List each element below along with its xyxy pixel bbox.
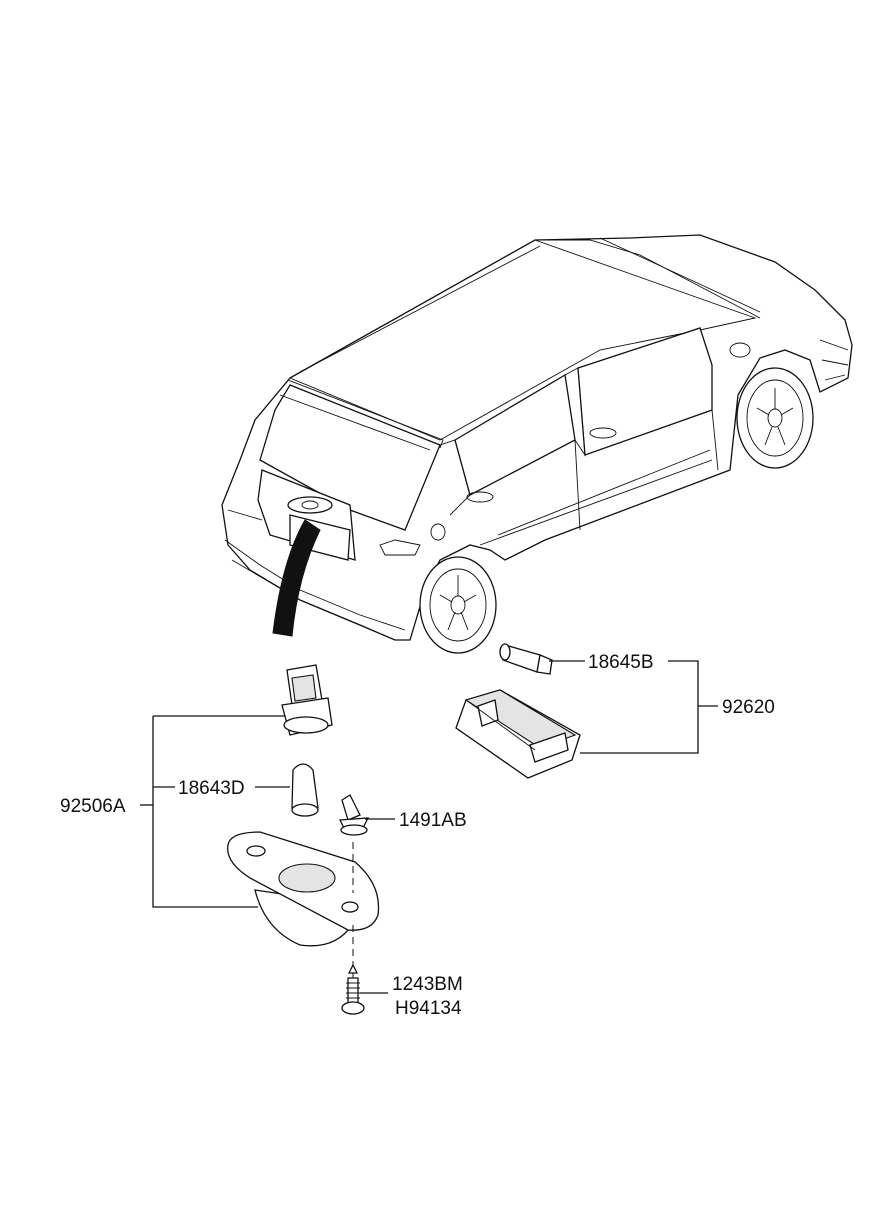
- label-18645b: 18645B: [588, 652, 654, 673]
- label-1491ab: 1491AB: [399, 810, 467, 831]
- label-92620: 92620: [722, 697, 775, 718]
- vehicle-illustration: [221, 234, 853, 654]
- room-lamp-assembly: [455, 643, 581, 779]
- label-1243bm: 1243BM: [392, 974, 463, 995]
- leader-lines: [140, 660, 718, 994]
- label-18643d: 18643D: [178, 778, 245, 799]
- label-h94134: H94134: [395, 998, 462, 1019]
- license-lamp-assembly: [227, 664, 380, 1015]
- label-92506a: 92506A: [60, 796, 126, 817]
